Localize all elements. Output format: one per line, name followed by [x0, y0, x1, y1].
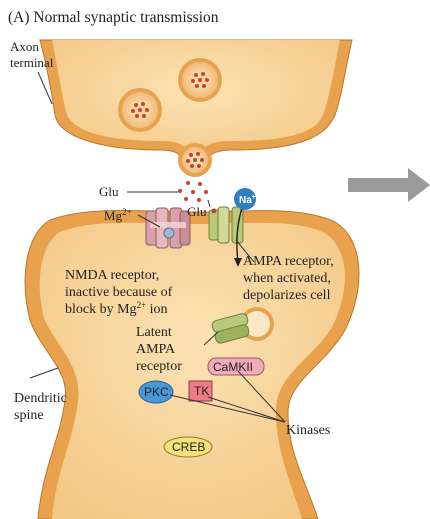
camkii-label: CaMKII: [213, 360, 253, 374]
latent-ampa-receptor: [211, 307, 274, 344]
sodium-influx-arrow: [236, 204, 244, 263]
latent-leader: [203, 331, 219, 346]
tk-label: TK: [194, 384, 209, 398]
sodium-ion-label: Na+: [239, 194, 256, 206]
kinases-leaders: [169, 370, 286, 423]
kinases-label: Kinases: [286, 423, 330, 438]
mg-leader: [137, 214, 161, 228]
creb-label: CREB: [172, 440, 205, 454]
glu-label-left: Glu: [99, 184, 119, 199]
ampa-label: AMPA receptor, when activated, depolariz…: [243, 254, 337, 303]
fusing-vesicle: [178, 143, 212, 177]
next-panel-arrow: [348, 168, 430, 202]
synaptic-vesicle: [178, 58, 222, 102]
pkc-label: PKC: [144, 385, 169, 399]
axon-terminal: [39, 39, 353, 172]
ampa-leader: [235, 239, 255, 263]
pkc-kinase: PKC: [138, 380, 174, 404]
axon-terminal-leader: [37, 71, 53, 105]
synaptic-vesicle: [118, 88, 162, 132]
latent-ampa-label: Latent AMPA receptor: [136, 325, 182, 374]
dendritic-spine: [24, 209, 360, 519]
dendritic-leader: [29, 367, 59, 379]
glutamate-molecules: [178, 181, 208, 202]
dendritic-spine-label: Dendritic spine: [14, 391, 70, 423]
arrowhead-icon: [234, 258, 242, 267]
glu-right-leader: [207, 199, 211, 208]
nmda-receptor: [145, 207, 191, 249]
tk-kinase: TK: [188, 380, 213, 402]
figure-title: (A) Normal synaptic transmission: [8, 9, 219, 26]
axon-terminal-label: Axon terminal: [10, 39, 54, 70]
creb-protein: CREB: [163, 436, 213, 458]
glu-label-right: Glu: [187, 204, 207, 219]
sodium-ion: Na+: [234, 188, 256, 210]
mg-label: Mg2+: [104, 207, 132, 223]
camkii-kinase: CaMKII: [207, 357, 265, 376]
magnesium-ion: [163, 227, 175, 239]
nmda-label: NMDA receptor, inactive because of block…: [65, 268, 176, 317]
